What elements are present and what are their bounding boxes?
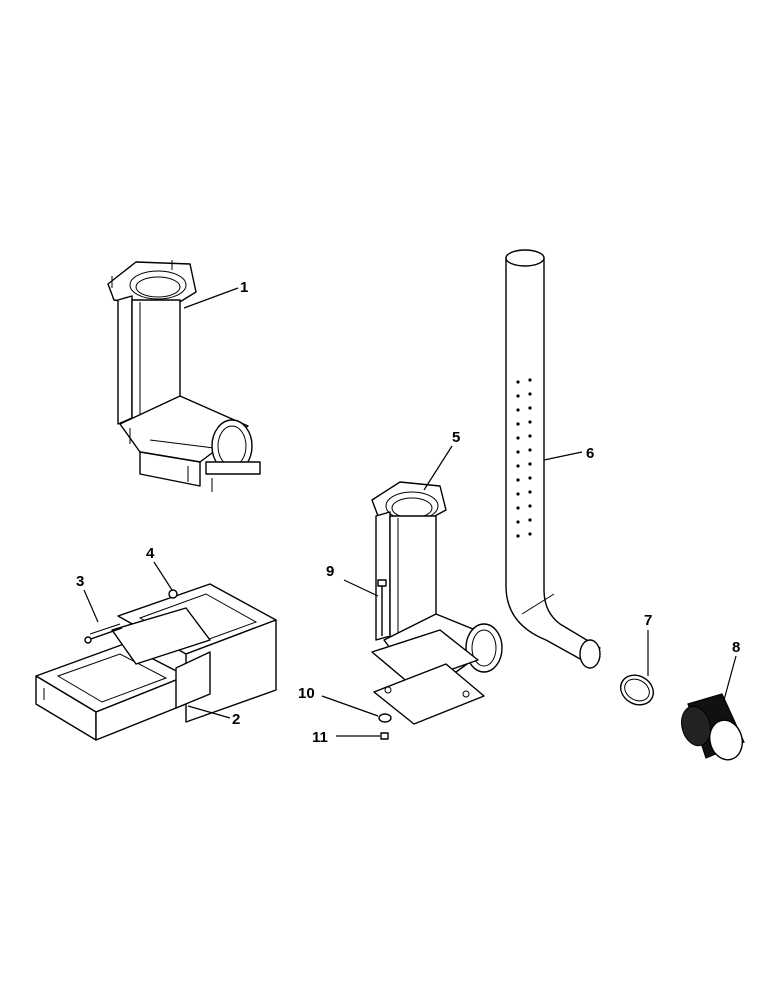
leader-4 [153,561,173,591]
part-2-box-frame [35,583,277,741]
callout-8: 8 [732,639,740,656]
part-5-l-bracket [371,481,503,725]
part-3-pin [84,627,123,644]
leader-9 [343,579,379,597]
callout-3: 3 [76,573,84,590]
part-8-end-cap [681,693,745,761]
callout-7: 7 [644,612,652,629]
part-7-clamp [619,674,655,706]
leader-3 [83,589,99,623]
callout-1: 1 [240,279,248,296]
leader-6 [543,451,583,461]
part-4-bolt [168,589,178,599]
part-9-bolt [377,579,387,636]
pipe-perforations [516,378,532,538]
part-6-perforated-pipe [505,249,601,669]
part-10-washer [378,713,392,723]
leader-10 [321,695,379,717]
callout-4: 4 [146,545,155,562]
part-1-l-bracket [107,260,261,492]
part-11-nut [380,732,389,740]
callouts: 1 2 3 4 5 6 7 8 9 10 11 [76,279,740,746]
leader-1 [183,287,239,309]
leader-lines [83,287,737,737]
callout-10: 10 [298,685,315,702]
callout-2: 2 [232,711,240,728]
callout-9: 9 [326,563,334,580]
leader-5 [423,445,453,491]
callout-5: 5 [452,429,460,446]
callout-6: 6 [586,445,594,462]
leader-8 [723,655,737,701]
leader-2 [187,705,231,719]
callout-11: 11 [312,729,328,746]
